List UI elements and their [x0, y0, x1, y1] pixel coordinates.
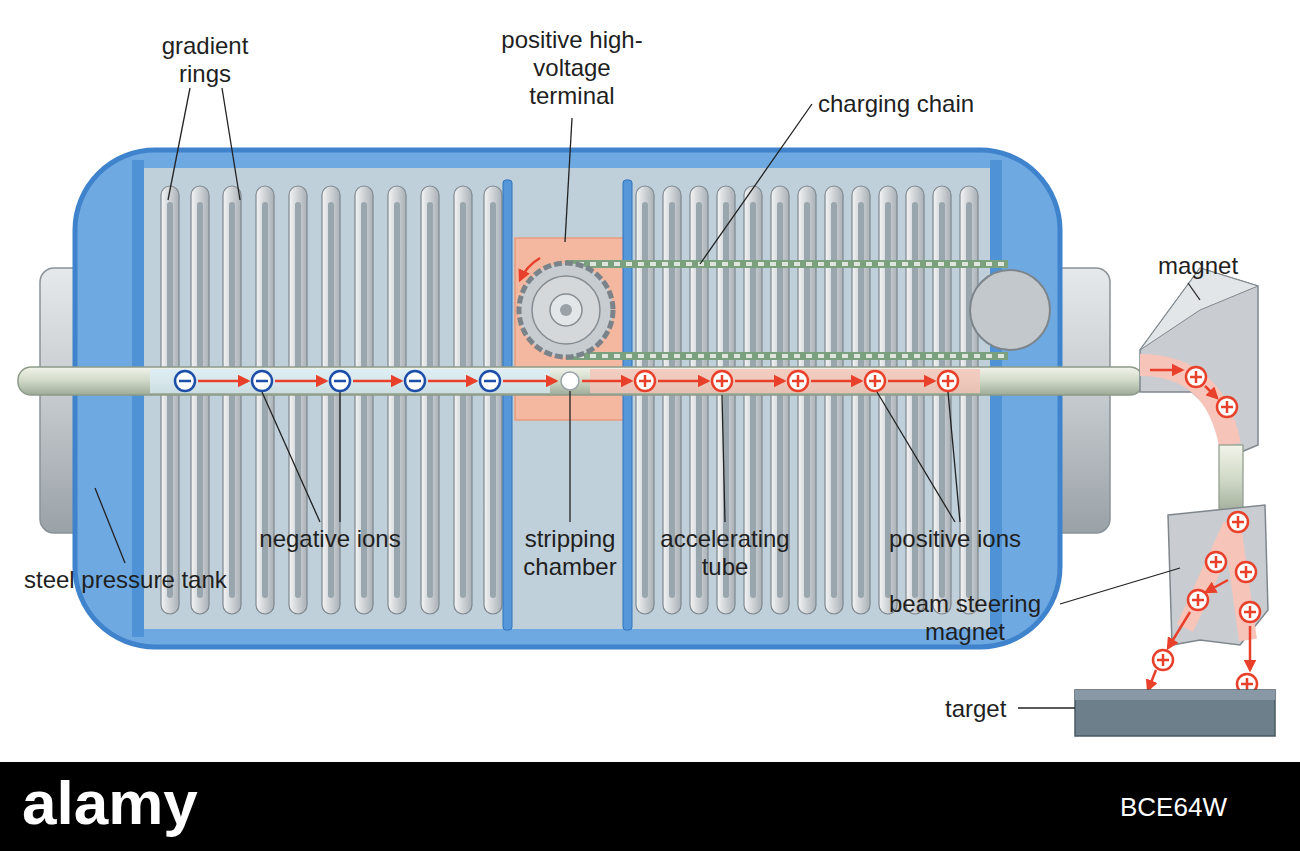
part-label: positive ions [860, 525, 1050, 553]
part-label: accelerating tube [650, 525, 800, 581]
part-label: positive high-voltage terminal [497, 26, 647, 110]
part-label: negative ions [230, 525, 430, 553]
image-id: BCE64W [1120, 792, 1280, 822]
part-label: target [945, 695, 1025, 723]
part-label: magnet [1158, 252, 1278, 280]
part-label: beam steering magnet [875, 590, 1055, 646]
watermark-logo: alamy [22, 768, 282, 838]
part-label: gradient rings [140, 32, 270, 88]
part-label: stripping chamber [505, 525, 635, 581]
part-label: charging chain [818, 90, 1038, 118]
part-label: steel pressure tank [24, 566, 284, 594]
